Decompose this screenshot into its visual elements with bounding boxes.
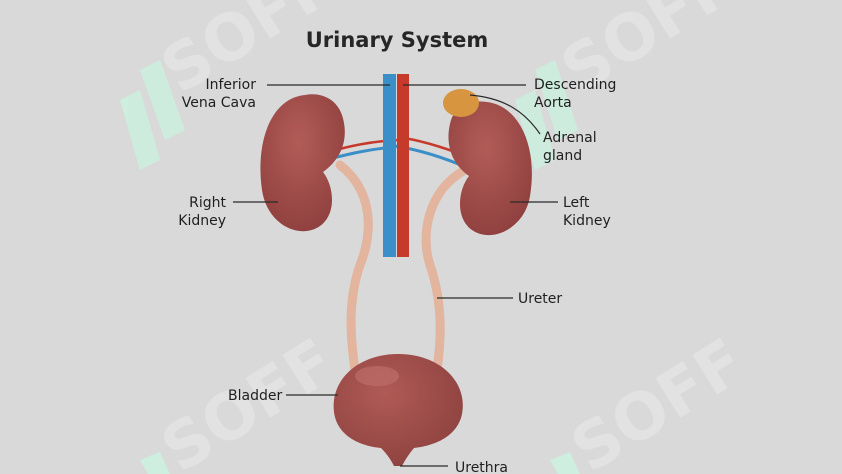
label-inferior-vena-cava-line1: Inferior	[205, 77, 256, 93]
left-kidney	[448, 101, 532, 236]
inferior-vena-cava	[383, 74, 396, 257]
left-ureter	[421, 165, 470, 375]
right-kidney	[260, 94, 345, 232]
watermark-logo	[120, 60, 580, 474]
label-adrenal-gland-line2: gland	[543, 148, 582, 164]
label-bladder: Bladder	[228, 388, 282, 404]
bladder-highlight	[355, 366, 399, 386]
label-urethra: Urethra	[455, 460, 508, 474]
watermark-text: SOFF	[559, 325, 758, 474]
diagram-title: Urinary System	[306, 28, 489, 52]
leader-adrenal-gland	[469, 94, 541, 135]
leader-lines	[233, 84, 558, 467]
bladder	[333, 354, 463, 466]
label-ureter: Ureter	[518, 291, 562, 307]
label-descending-aorta-line2: Aorta	[534, 95, 572, 111]
right-ureter	[335, 160, 373, 375]
adrenal-gland	[443, 89, 479, 117]
label-left-kidney-line2: Kidney	[563, 213, 611, 229]
descending-aorta	[397, 74, 409, 257]
label-right-kidney-line1: Right	[189, 195, 226, 211]
label-left-kidney-line1: Left	[563, 195, 590, 211]
label-adrenal-gland-line1: Adrenal	[543, 130, 597, 146]
label-right-kidney-line2: Kidney	[178, 213, 226, 229]
label-inferior-vena-cava-line2: Vena Cava	[182, 95, 256, 111]
label-descending-aorta-line1: Descending	[534, 77, 616, 93]
